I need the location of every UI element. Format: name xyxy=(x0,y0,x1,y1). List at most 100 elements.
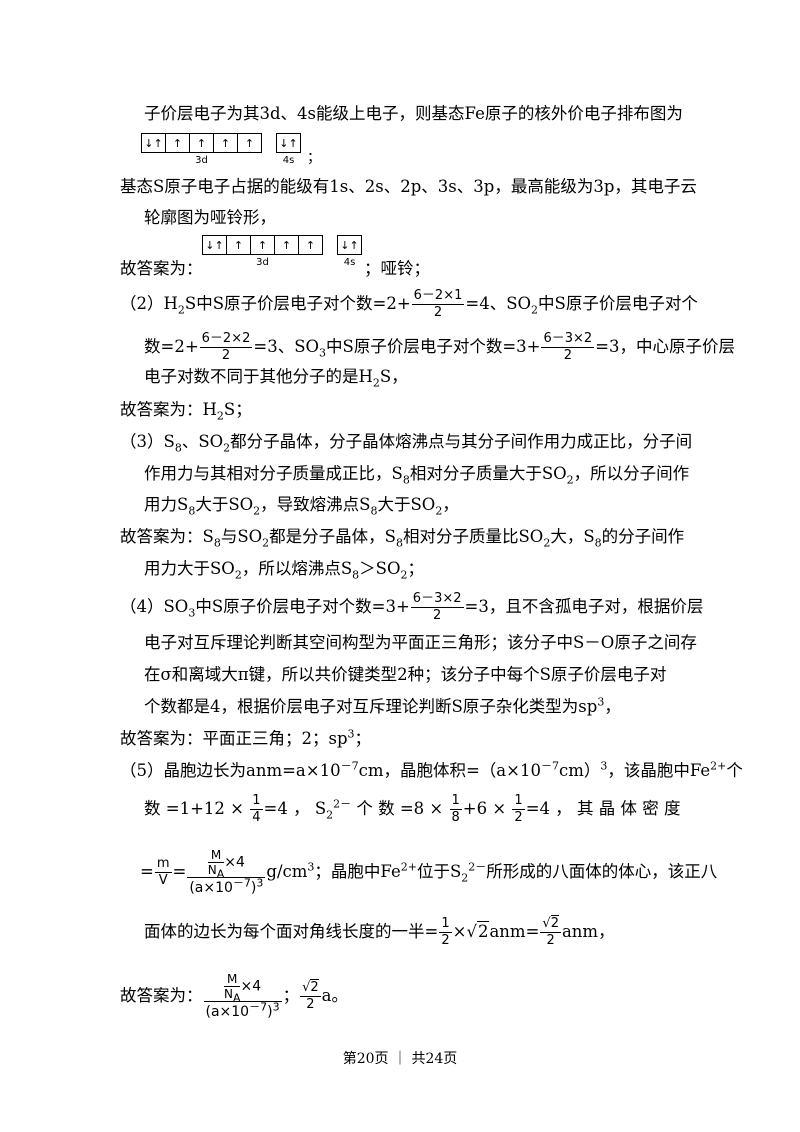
answer-label: 故答案为： xyxy=(120,986,203,1005)
text-line: 个数都是4，根据价层电子对互斥理论判断S原子杂化类型为sp3， xyxy=(144,696,621,718)
subscript: 2 xyxy=(543,536,551,550)
denominator: 4 xyxy=(252,810,261,825)
text-run: ) xyxy=(267,1003,273,1020)
subscript: A xyxy=(216,866,225,880)
superscript: 2+ xyxy=(400,860,417,874)
numerator: √2 xyxy=(300,979,321,997)
subscript: 3 xyxy=(188,606,196,620)
text-run: 子价层电子为其3d、4s能级上电子，则基态Fe原子的核外价电子排布图为 xyxy=(144,104,683,123)
text-run: （5）晶胞边长为anm=a×10 xyxy=(120,761,341,780)
text-run: 、SO xyxy=(181,432,224,451)
orbital-box: ↑ xyxy=(237,133,262,153)
text-run: 用力大于SO xyxy=(144,559,235,578)
subscript: 2 xyxy=(216,409,224,423)
denominator: 2 xyxy=(441,933,450,948)
text-run: (a×10 xyxy=(189,879,233,896)
orbital-box: ↑ xyxy=(274,235,299,255)
text-run: anm= xyxy=(489,922,540,941)
text-run: 与SO xyxy=(220,527,263,546)
subscript: 2 xyxy=(262,536,270,550)
orbital-label: 3d xyxy=(256,257,269,268)
subscript: 2 xyxy=(531,303,539,317)
text-run: 都分子晶体，分子晶体熔沸点与其分子间作用力成正比，分子间 xyxy=(230,432,693,451)
orbital-diagram-fe: ↓↑ ↑ ↑ ↑ ↑ 3d ↓↑ 4s ； xyxy=(141,133,321,167)
text-run: =4 ， 其 晶 体 密 度 xyxy=(525,799,681,818)
subscript: 8 xyxy=(352,568,360,582)
text-run: ，导致熔沸点S xyxy=(260,495,371,514)
subscript: 2 xyxy=(400,568,408,582)
orbital-box: ↑ xyxy=(226,235,251,255)
text-run: = xyxy=(140,862,154,881)
superscript: 3 xyxy=(597,695,605,709)
square-root: √2 xyxy=(466,921,490,943)
text-run: = xyxy=(172,862,187,881)
text-run: ×4 xyxy=(240,978,262,994)
subscript: 2 xyxy=(177,303,185,317)
text-run: ； xyxy=(282,986,300,1005)
numerator: √2 xyxy=(540,915,561,933)
text-run: =4、SO xyxy=(465,294,532,313)
orbital-label: 4s xyxy=(343,257,356,268)
text-run: ； xyxy=(407,559,425,578)
avogadro: N xyxy=(223,986,233,1001)
text-run: 电子对互斥理论判断其空间构型为平面正三角形；该分子中S－O原子之间存 xyxy=(144,633,697,652)
orbital-box: ↑ xyxy=(213,133,238,153)
radicand: 2 xyxy=(476,921,490,941)
text-run: 个数都是4，根据价层电子对互斥理论判断S原子杂化类型为sp xyxy=(144,697,598,716)
orbital-4s: ↓↑ 4s xyxy=(337,235,362,269)
text-run: ×4 xyxy=(224,854,245,870)
orbital-3d: ↓↑ ↑ ↑ ↑ ↑ 3d xyxy=(202,235,323,269)
text-run: 用力S xyxy=(144,495,189,514)
superscript: －7 xyxy=(540,759,559,773)
superscript: 3 xyxy=(347,727,355,741)
superscript: －7 xyxy=(249,999,268,1013)
text-run: 轮廓图为哑铃形， xyxy=(144,208,276,227)
subscript: 2 xyxy=(435,504,443,518)
text-run: ＞SO xyxy=(359,559,401,578)
subscript: 8 xyxy=(402,473,410,487)
orbital-label: 3d xyxy=(195,155,208,166)
text-run: 中S原子价层电子对个数=3+ xyxy=(195,597,410,616)
subscript: 2 xyxy=(461,871,469,885)
text-run: ，所以分子间作 xyxy=(573,464,690,483)
subscript: 2 xyxy=(372,376,380,390)
text-run: ； xyxy=(354,729,372,748)
denominator: 2 xyxy=(221,348,231,363)
superscript: 3 xyxy=(256,875,264,889)
page-footer: 第20页 ｜ 共24页 xyxy=(342,1051,458,1067)
text-run: 故答案为：H xyxy=(120,400,217,419)
text-line: 在σ和离域大π键，所以共价键类型2种；该分子中每个S原子价层电子对 xyxy=(144,664,666,686)
text-line: 故答案为：S8与SO2都是分子晶体，S8相对分子质量比SO2大，S8的分子间作 xyxy=(120,526,684,548)
text-run: （4）SO xyxy=(120,597,189,616)
text-run: ；晶胞中Fe xyxy=(314,862,401,881)
orbital-box: ↓↑ xyxy=(337,235,362,255)
text-line: （3）S8、SO2都分子晶体，分子晶体熔沸点与其分子间作用力成正比，分子间 xyxy=(120,431,692,453)
molar-mass: M xyxy=(207,848,225,863)
denominator: V xyxy=(158,873,168,888)
denominator: 2 xyxy=(433,608,442,623)
text-run: 作用力与其相对分子质量成正比，S xyxy=(144,464,403,483)
superscript: －7 xyxy=(340,759,359,773)
subscript: 8 xyxy=(370,504,378,518)
subscript: 8 xyxy=(213,536,221,550)
subscript: 8 xyxy=(174,441,182,455)
text-run: 个 xyxy=(726,761,743,780)
superscript: 3 xyxy=(307,860,315,874)
text-line: 故答案为：平面正三角；2；sp3； xyxy=(120,728,371,750)
subscript: 8 xyxy=(188,504,196,518)
text-run: 故答案为：平面正三角；2；sp xyxy=(120,729,348,748)
molar-mass: M xyxy=(223,972,241,987)
text-run: 都是分子晶体，S xyxy=(269,527,396,546)
text-line: 基态S原子电子占据的能级有1s、2s、2p、3s、3p，最高能级为3p，其电子云 xyxy=(120,176,697,198)
